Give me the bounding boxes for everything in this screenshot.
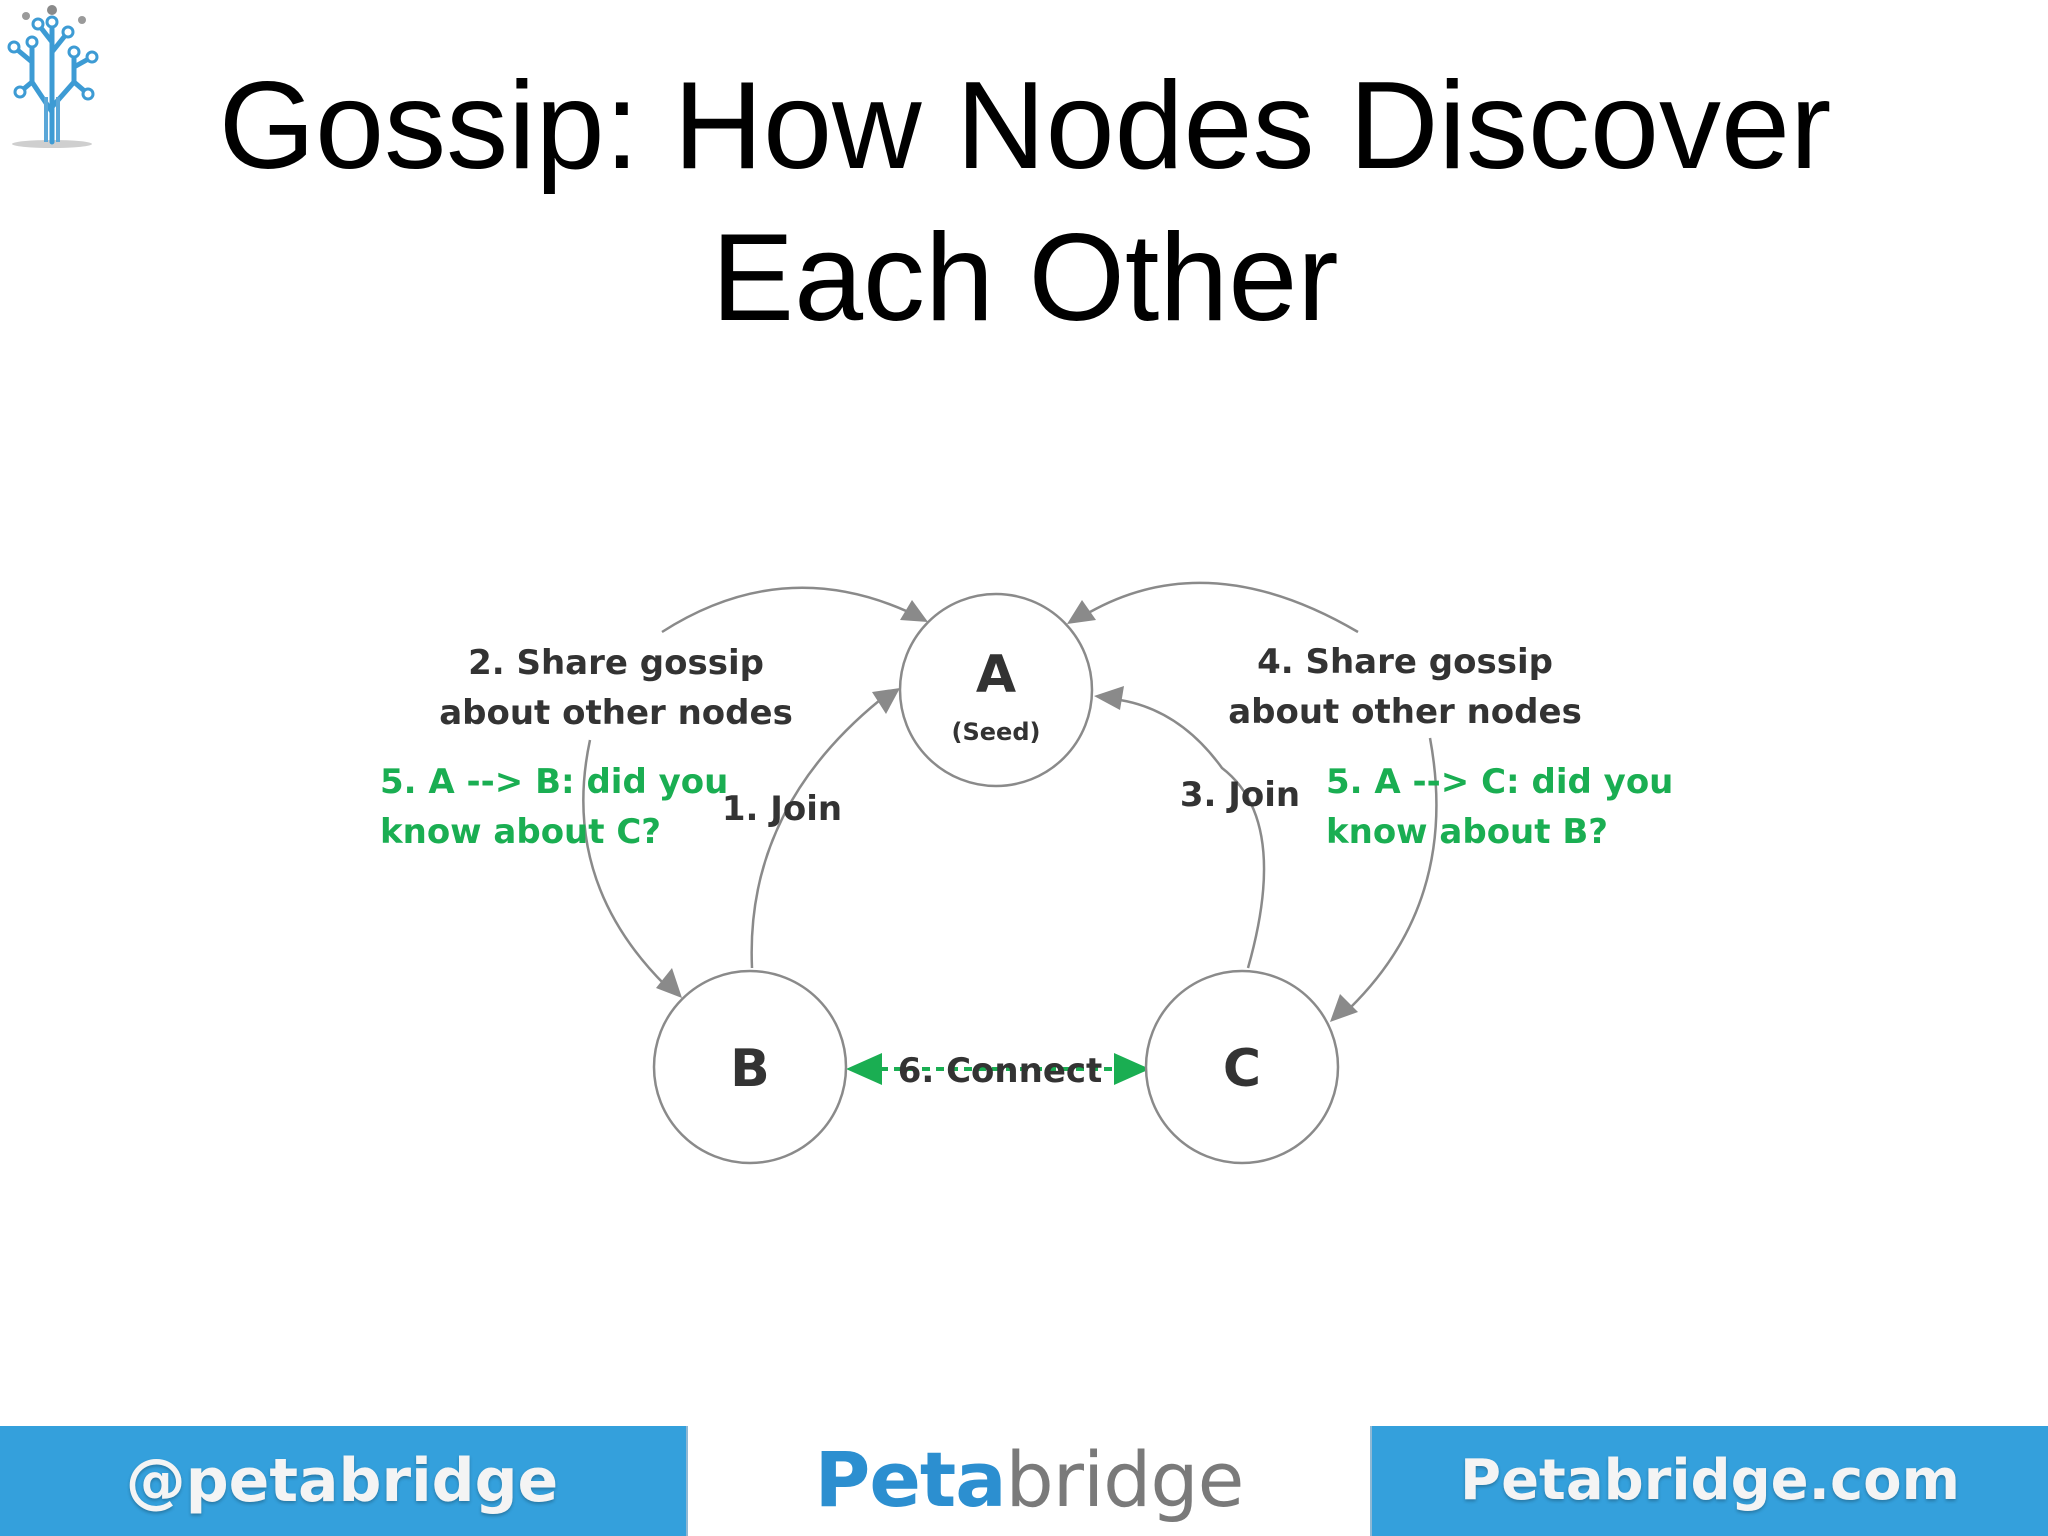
node-a-letter: A: [976, 645, 1016, 705]
arrow-head-gossip-b: [656, 968, 682, 998]
node-c-letter: C: [1223, 1039, 1261, 1099]
share-gossip-right-line-1: 4. Share gossip: [1257, 642, 1553, 682]
petabridge-tree-logo: [7, 5, 99, 148]
node-c: [1144, 969, 1340, 1165]
arrow-gossip-to-c: [1349, 737, 1438, 1009]
arrow-head-share-right: [1067, 600, 1096, 624]
node-a: [898, 592, 1094, 788]
arrow-head-gossip-c: [1330, 994, 1358, 1022]
join-c-label: 3. Join: [1180, 775, 1300, 815]
connect-arrow-head-right: [1114, 1053, 1150, 1085]
slide-title: Gossip: How Nodes Discover Each Other: [160, 50, 1890, 354]
slide-title-line-1: Gossip: How Nodes Discover: [218, 57, 1832, 195]
share-gossip-left-line-2: about other nodes: [439, 693, 793, 733]
twitter-handle[interactable]: @petabridge: [125, 1446, 559, 1516]
arrow-join-b: [750, 699, 881, 969]
node-b-letter: B: [730, 1039, 770, 1099]
share-gossip-right-line-2: about other nodes: [1228, 692, 1582, 732]
arrow-share-gossip-right: [1089, 581, 1359, 634]
wordmark-bridge: bridge: [1005, 1435, 1245, 1524]
arrow-head-join-b: [872, 688, 900, 714]
share-gossip-left-line-1: 2. Share gossip: [468, 643, 764, 683]
footer-banner: @petabridge Petabridge Petabridge.com: [0, 1426, 2048, 1536]
connect-arrow-head-left: [846, 1053, 882, 1085]
arrow-share-gossip-left: [661, 586, 926, 634]
petabridge-wordmark: Petabridge: [686, 1426, 1372, 1536]
gossip-to-c-line-2: know about B?: [1326, 812, 1608, 852]
wordmark-peta: Peta: [814, 1435, 1007, 1524]
join-b-label: 1. Join: [722, 789, 842, 829]
arrow-head-share-left: [900, 600, 928, 622]
node-a-seed-label: (Seed): [952, 718, 1041, 746]
slide-title-line-2: Each Other: [711, 209, 1339, 347]
gossip-to-c-line-1: 5. A --> C: did you: [1326, 762, 1673, 802]
node-b: [652, 969, 848, 1165]
arrow-gossip-to-b: [582, 739, 666, 986]
arrow-head-join-c: [1094, 686, 1124, 710]
connect-label: 6. Connect: [898, 1051, 1103, 1091]
arrow-join-c: [1119, 698, 1266, 969]
gossip-to-b-line-1: 5. A --> B: did you: [380, 762, 728, 802]
gossip-to-b-line-2: know about C?: [380, 812, 661, 852]
website-link[interactable]: Petabridge.com: [1460, 1448, 1960, 1513]
